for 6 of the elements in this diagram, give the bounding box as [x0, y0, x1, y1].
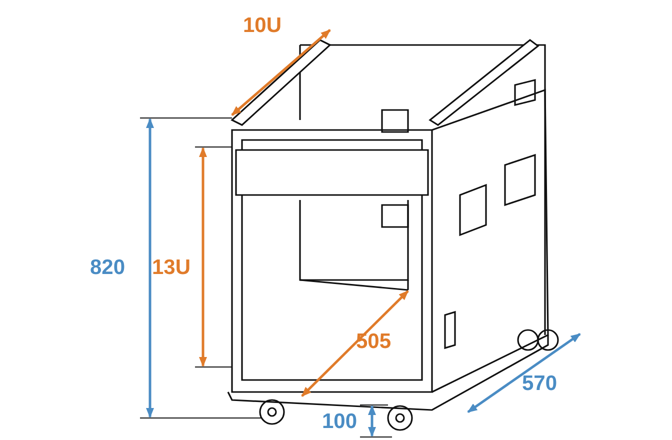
dimension-label: 505 — [356, 330, 392, 354]
dimension-label: 100 — [322, 410, 358, 434]
dimension-label: 13U — [152, 256, 191, 280]
dimension-label: 820 — [90, 256, 126, 280]
dimension-label: 570 — [522, 372, 558, 396]
dimension-label: 10U — [243, 14, 282, 38]
